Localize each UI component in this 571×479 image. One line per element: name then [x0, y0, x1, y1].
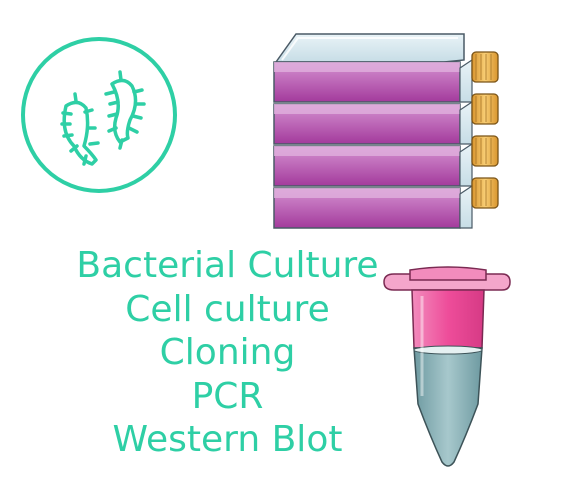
microcentrifuge-tube-icon [383, 266, 511, 467]
bacterium-right-icon [104, 70, 146, 150]
bacteria-in-circle-icon [21, 37, 177, 193]
technique-cloning: Cloning [159, 332, 296, 373]
technique-western-blot: Western Blot [112, 419, 343, 460]
flask-4-icon [273, 177, 499, 229]
technique-pcr: PCR [191, 375, 264, 417]
flask-3-icon [273, 135, 499, 187]
stacked-cell-culture-flasks-icon [273, 33, 499, 229]
flask-1-icon [273, 51, 499, 103]
technique-list: Bacterial Culture Cell culture Cloning P… [40, 244, 415, 462]
flask-2-icon [273, 93, 499, 145]
technique-bacterial-culture: Bacterial Culture [76, 245, 379, 286]
technique-cell-culture: Cell culture [125, 288, 330, 330]
bacterium-left-icon [60, 92, 100, 166]
